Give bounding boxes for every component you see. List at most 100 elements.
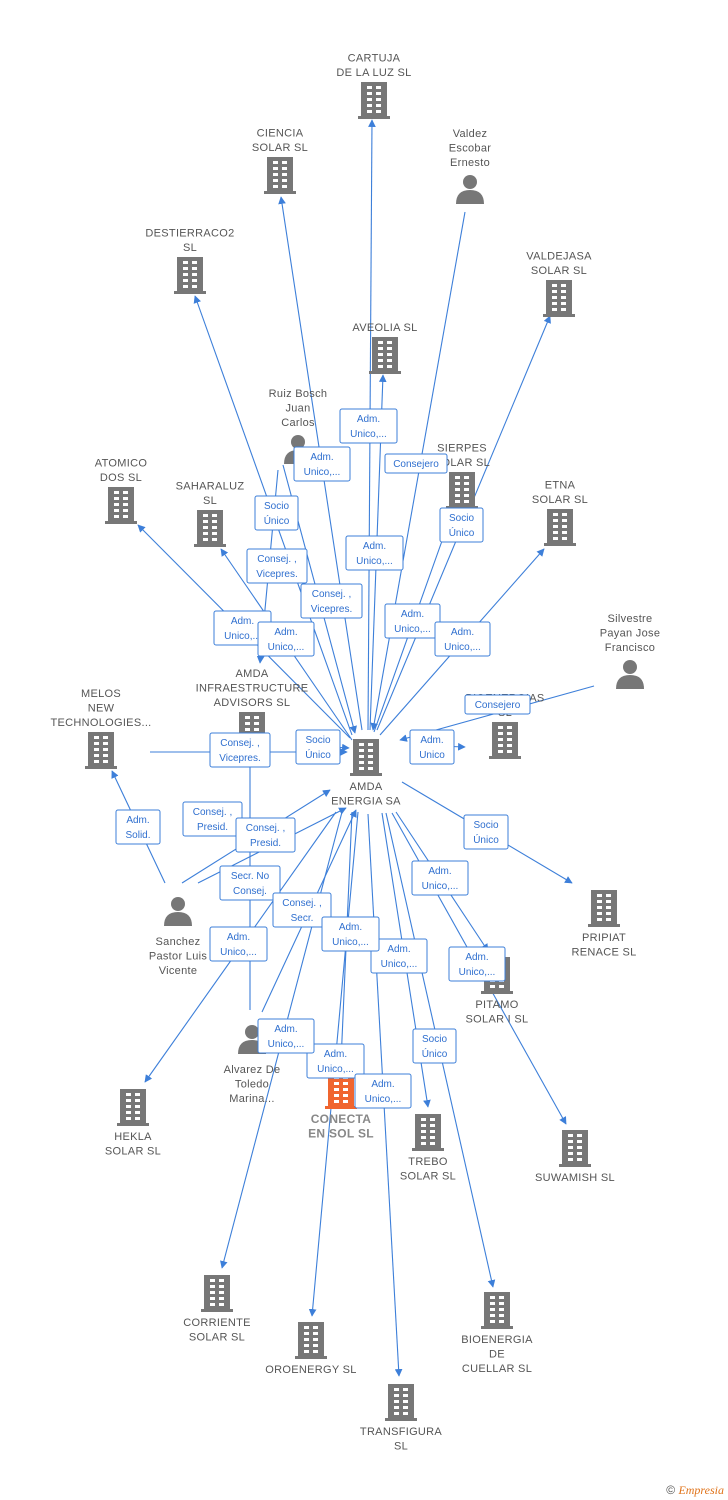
role-label-box (257, 1018, 315, 1054)
building-icon (369, 337, 401, 374)
building-icon (264, 157, 296, 194)
role-label[interactable]: Adm. Unico,... (384, 603, 441, 639)
node-label: AMDA (350, 781, 383, 793)
role-label-text: Adm. (227, 932, 250, 943)
role-label-text: Unico,... (365, 1094, 402, 1105)
node-label: Carlos (281, 417, 315, 429)
role-label-box (272, 892, 332, 928)
role-label[interactable]: Adm.Unico,... (321, 916, 380, 952)
role-label[interactable]: Adm.Unico,... (339, 408, 398, 444)
node-label: RENACE SL (571, 947, 636, 959)
node-label: TRANSFIGURA (360, 1426, 442, 1438)
node-amda[interactable]: AMDA ENERGIA SA (331, 739, 401, 808)
node-label: DOS SL (100, 472, 142, 484)
role-label[interactable]: Adm.Unico (409, 729, 455, 765)
role-label[interactable]: Adm.Unico,... (293, 446, 351, 482)
role-label-text: Único (422, 1047, 448, 1060)
node-label: SL (394, 1441, 408, 1453)
building-icon (543, 280, 575, 317)
role-label-text: Secr. No (231, 871, 270, 882)
node-label: Ruiz Bosch (269, 388, 328, 400)
building-icon (481, 1292, 513, 1329)
role-label-text: Adm. (274, 1024, 297, 1035)
brand-logo[interactable]: Empresia (678, 1483, 724, 1497)
role-label[interactable]: Consej. ,Presid. (235, 817, 296, 853)
building-icon (201, 1275, 233, 1312)
node-label: Alvarez De (224, 1064, 281, 1076)
role-label[interactable]: Adm.Unico,... (257, 621, 315, 657)
node-label: EN SOL SL (308, 1127, 374, 1141)
node-label: SOLAR SL (252, 142, 308, 154)
role-label-text: Adm. (401, 609, 424, 620)
node-melos[interactable]: MELOSNEWTECHNOLOGIES... (50, 688, 151, 769)
node-suwamish[interactable]: SUWAMISH SL (535, 1130, 615, 1184)
node-oroenergy[interactable]: OROENERGY SL (265, 1322, 356, 1376)
role-label-box (412, 1028, 457, 1064)
role-label-text: Unico,... (394, 624, 431, 635)
node-label: ADVISORS SL (214, 697, 291, 709)
role-label-text: Unico,... (459, 967, 496, 978)
copyright-symbol: © (666, 1483, 676, 1497)
node-ciencia[interactable]: CIENCIA SOLAR SL (252, 128, 308, 195)
node-alvarez[interactable]: Alvarez DeToledoMarina... (224, 1025, 281, 1105)
role-label[interactable]: Adm.Unico,... (448, 946, 506, 982)
node-label: CIENCIA (257, 128, 304, 140)
role-label-box (370, 938, 428, 974)
node-label: DE (489, 1349, 505, 1361)
node-label: INFRAESTRUCTURE (196, 683, 309, 695)
role-label[interactable]: Adm.Unico,... (370, 938, 428, 974)
role-label[interactable]: Consejero (464, 694, 531, 715)
node-label: SOLAR SL (189, 1332, 245, 1344)
person-icon (164, 897, 192, 926)
role-label[interactable]: Adm.Unico,... (257, 1018, 315, 1054)
role-label[interactable]: Adm.Solid. (115, 809, 161, 845)
role-label[interactable]: Adm.Unico,... (354, 1073, 412, 1109)
node-transfigura[interactable]: TRANSFIGURA SL (360, 1384, 442, 1453)
role-label[interactable]: Consej. ,Secr. (272, 892, 332, 928)
role-label-text: Vicepres. (256, 569, 298, 580)
role-label[interactable]: Adm.Unico,... (306, 1043, 365, 1079)
node-label: ENERGIA SA (331, 796, 401, 808)
role-label-text: Consej. , (193, 807, 232, 818)
role-label[interactable]: Consejero (384, 453, 448, 474)
role-label[interactable]: Adm.Unico,... (411, 860, 469, 896)
node-label: OROENERGY SL (265, 1364, 356, 1376)
role-label[interactable]: Secr. No Consej. (219, 865, 281, 901)
role-label-box (434, 621, 491, 657)
role-label-box (448, 946, 506, 982)
node-aveolia[interactable]: AVEOLIA SL (352, 322, 417, 374)
role-label[interactable]: Consej. ,Vicepres. (246, 548, 308, 584)
role-label[interactable]: Adm.Unico,... (434, 621, 491, 657)
node-label: Payan Jose (600, 628, 660, 640)
role-label[interactable]: Consej. ,Presid. (182, 801, 243, 837)
role-label[interactable]: Consej. ,Vicepres. (300, 583, 363, 619)
role-label[interactable]: Adm.Unico,... (345, 535, 404, 571)
role-label-text: Unico,... (350, 429, 387, 440)
role-label-box (235, 817, 296, 853)
role-label[interactable]: Consej. ,Vicepres. (209, 732, 271, 768)
role-label-text: Consej. (233, 886, 267, 897)
role-label[interactable]: Adm.Unico,... (209, 926, 268, 962)
role-label-text: Unico,... (224, 631, 261, 642)
role-label-box (384, 453, 448, 474)
